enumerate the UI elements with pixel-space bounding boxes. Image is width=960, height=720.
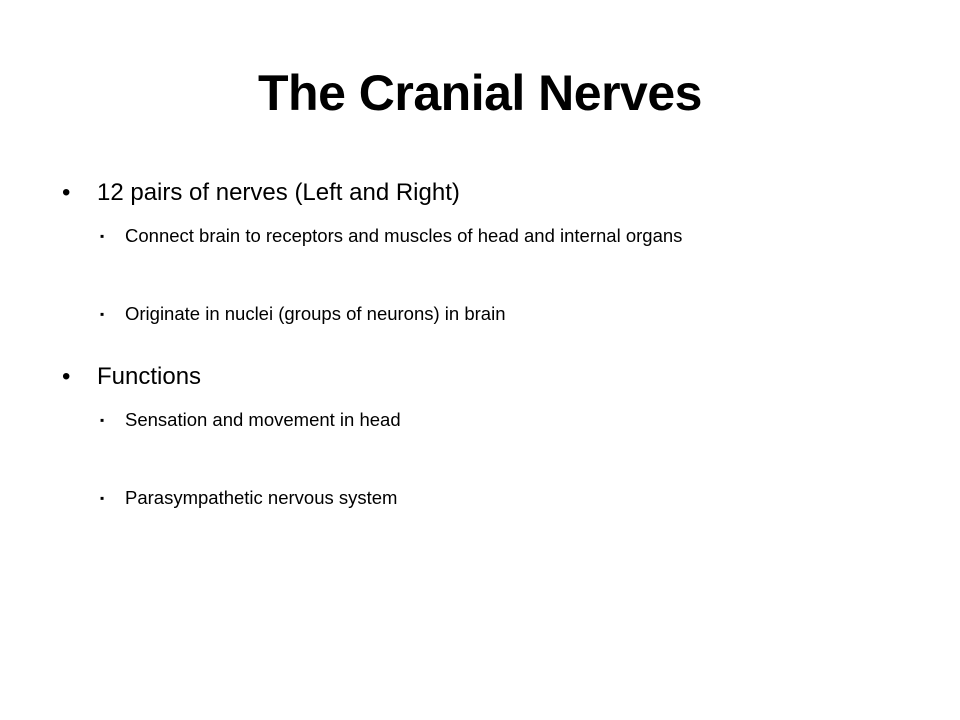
slide-title: The Cranial Nerves xyxy=(258,65,702,121)
sub-bullet-icon: ▪ xyxy=(100,229,105,243)
sub-bullet-text: Originate in nuclei (groups of neurons) … xyxy=(125,303,506,324)
sub-bullet-text: Connect brain to receptors and muscles o… xyxy=(125,225,683,246)
sub-bullet-icon: ▪ xyxy=(100,491,105,505)
sub-bullet-item: ▪ Originate in nuclei (groups of neurons… xyxy=(62,298,922,330)
sub-bullet-item: ▪ Sensation and movement in head xyxy=(62,404,922,436)
sub-bullet-item: ▪ Connect brain to receptors and muscles… xyxy=(62,220,922,252)
bullet-text: Functions xyxy=(97,363,202,390)
sub-bullet-icon: ▪ xyxy=(100,307,105,321)
sub-bullet-icon: ▪ xyxy=(100,413,105,427)
sub-bullet-item: ▪ Parasympathetic nervous system xyxy=(62,482,922,514)
bullet-item: • 12 pairs of nerves (Left and Right) xyxy=(62,170,922,216)
bullet-icon: • xyxy=(62,363,71,390)
bullet-list: • 12 pairs of nerves (Left and Right) ▪ … xyxy=(62,170,922,514)
bullet-item: • Functions xyxy=(62,354,922,400)
bullet-icon: • xyxy=(62,179,71,206)
sub-bullet-text: Parasympathetic nervous system xyxy=(125,487,398,508)
bullet-text: 12 pairs of nerves (Left and Right) xyxy=(97,179,460,206)
sub-bullet-text: Sensation and movement in head xyxy=(125,409,401,430)
